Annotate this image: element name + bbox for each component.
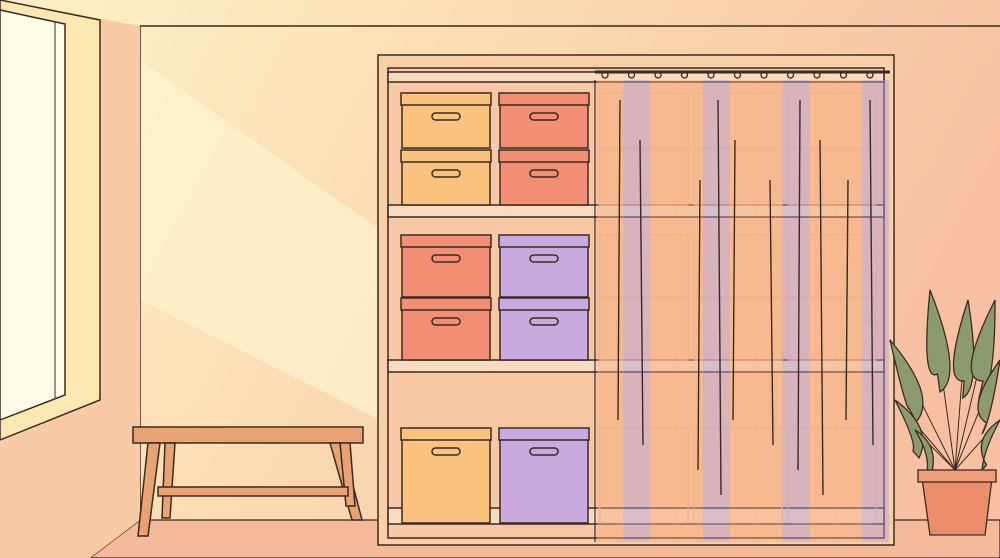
storage-box [400, 92, 492, 149]
hidden-box [599, 149, 689, 206]
box-handle [431, 254, 461, 263]
curtain-panel [703, 80, 730, 542]
curtain-fold [732, 139, 736, 421]
hidden-box [787, 234, 877, 298]
hidden-box [693, 149, 783, 206]
curtain-panel [862, 80, 889, 542]
hidden-box [787, 92, 877, 149]
light-beam [140, 60, 380, 420]
leaf [952, 299, 975, 400]
box-handle [529, 254, 559, 263]
curtain-panel [650, 80, 677, 542]
curtain-panel [782, 80, 810, 542]
hidden-box [599, 234, 689, 298]
hidden-box [693, 234, 783, 298]
hidden-box [599, 92, 689, 149]
storage-box [498, 427, 590, 524]
hidden-box [693, 297, 783, 361]
hidden-box [787, 149, 877, 206]
curtain-fold [717, 99, 722, 496]
storage-box [498, 297, 590, 361]
hidden-box [693, 92, 783, 149]
curtain-fold [869, 99, 874, 446]
sheer-curtain [594, 71, 889, 542]
box-handle [529, 169, 559, 178]
shelving-unit [377, 54, 895, 546]
window [0, 0, 101, 441]
leaf [926, 289, 951, 394]
box-handle [431, 317, 461, 326]
curtain-fold [769, 179, 774, 446]
hidden-box [787, 427, 877, 524]
hidden-box [599, 427, 689, 524]
box-handle [431, 169, 461, 178]
storage-box [498, 234, 590, 298]
box-handle [529, 112, 559, 121]
hidden-box [787, 297, 877, 361]
storage-box [400, 234, 492, 298]
curtain-panel [623, 80, 651, 542]
leaf [894, 399, 924, 460]
curtain-fold [797, 99, 801, 471]
hidden-box [599, 297, 689, 361]
curtain-fold [697, 179, 701, 471]
storage-box [498, 92, 590, 149]
box-handle [431, 447, 461, 456]
leaf [889, 339, 924, 424]
potted-plant [889, 289, 1000, 536]
storage-box [400, 149, 492, 206]
curtain-fold [819, 139, 824, 496]
curtain-fold [845, 179, 849, 421]
box-handle [529, 317, 559, 326]
hidden-box [693, 427, 783, 524]
storage-box [400, 297, 492, 361]
storage-box [498, 149, 590, 206]
wooden-bench [132, 426, 364, 537]
storage-box [400, 427, 492, 524]
leaf [914, 429, 934, 478]
box-handle [431, 112, 461, 121]
curtain-fold [617, 99, 621, 421]
box-handle [529, 447, 559, 456]
curtain-panel [835, 80, 863, 542]
curtain-fold [639, 139, 644, 446]
curtain-panel [756, 80, 783, 542]
